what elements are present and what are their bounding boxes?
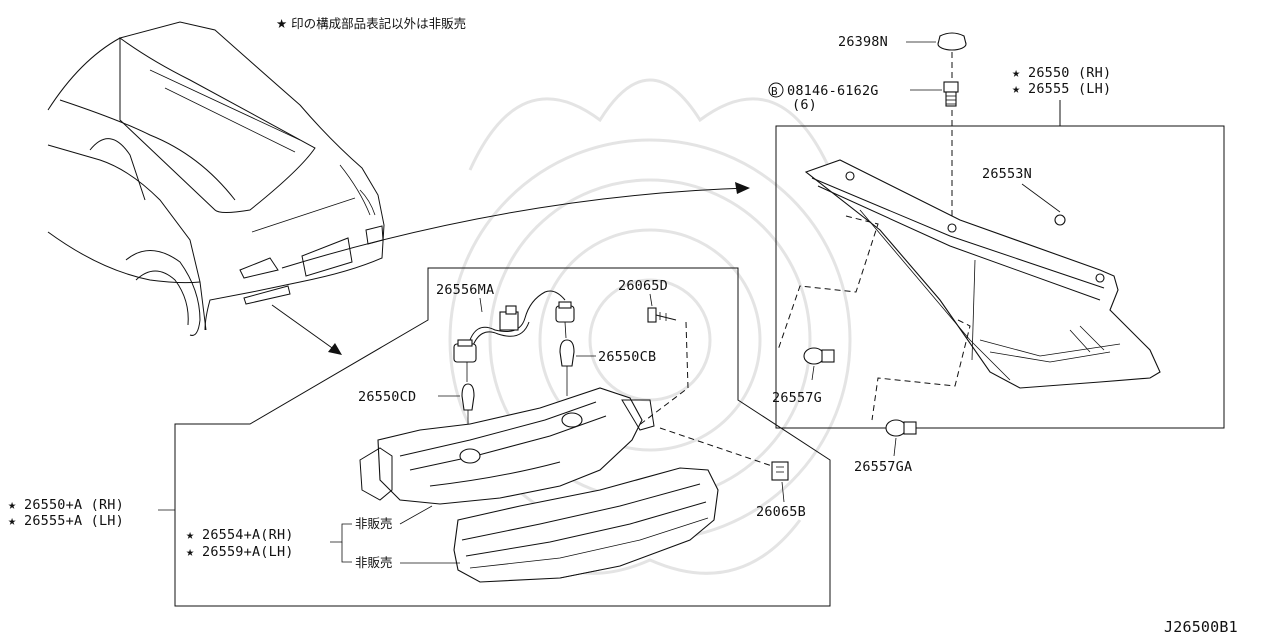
bolt-08146-6162G	[943, 81, 959, 107]
label-26555A-lh: 26555+A (LH)	[24, 513, 124, 529]
leader-line	[781, 481, 785, 503]
arrow-icon	[735, 182, 750, 194]
leader-line	[1021, 183, 1061, 213]
label-26550CD: 26550CD	[358, 389, 416, 405]
harness-26556MA	[453, 290, 575, 363]
label-26550-rh: 26550 (RH)	[1028, 65, 1111, 81]
label-bolt-qty: (6)	[792, 97, 817, 113]
bracket-line	[330, 523, 352, 543]
label-26559A-lh: 26559+A(LH)	[202, 544, 294, 560]
bulb-26550CB	[559, 339, 575, 396]
label-26555-lh: 26555 (LH)	[1028, 81, 1111, 97]
screw-26065D	[647, 307, 677, 323]
cap-26398N	[937, 32, 967, 51]
washer-26553N	[1054, 214, 1066, 226]
dashed-guide	[777, 215, 879, 351]
bulb-26550CD	[461, 383, 475, 434]
label-26553N: 26553N	[982, 166, 1032, 182]
pointer-arrows	[271, 182, 750, 355]
circled-b-icon	[768, 82, 784, 98]
diagram-code: J26500B1	[1164, 618, 1238, 636]
socket-26557G	[803, 347, 835, 381]
label-26554A-rh: 26554+A(RH)	[202, 527, 294, 543]
leader-line	[649, 293, 653, 307]
arrow-icon	[328, 343, 342, 355]
bracket-line	[341, 542, 352, 563]
lower-assembly-frame	[174, 267, 831, 607]
lamp-housing	[359, 387, 655, 505]
leader-line	[564, 321, 567, 339]
leader-line	[479, 297, 483, 313]
bolt-marker-letter: B	[771, 85, 778, 98]
star-icon: ★	[1012, 65, 1020, 81]
clip-26065B	[771, 461, 789, 481]
label-26557G: 26557G	[772, 390, 822, 406]
label-26557GA: 26557GA	[854, 459, 912, 475]
not-for-sale-lens: 非販売	[355, 555, 393, 570]
label-26550A-rh: 26550+A (RH)	[24, 497, 124, 513]
rear-combination-lamp	[804, 159, 1161, 389]
label-26065B: 26065B	[756, 504, 806, 520]
label-26065D: 26065D	[618, 278, 668, 294]
dashed-guide	[871, 319, 971, 421]
star-icon: ★	[186, 527, 194, 543]
header-note: ★ 印の構成部品表記以外は非販売	[276, 16, 466, 31]
leader-line	[399, 505, 433, 525]
star-icon: ★	[1012, 81, 1020, 97]
socket-26557GA	[885, 419, 917, 457]
label-26398N: 26398N	[838, 34, 888, 50]
label-26550CB: 26550CB	[598, 349, 656, 365]
star-icon: ★	[8, 497, 16, 513]
label-26556MA: 26556MA	[436, 282, 494, 298]
upper-assembly-frame	[775, 125, 1225, 429]
label-08146-6162G: 08146-6162G	[787, 83, 879, 99]
star-icon: ★	[186, 544, 194, 560]
lamp-lens	[453, 467, 719, 583]
dashed-guide	[629, 321, 689, 433]
star-icon: ★	[8, 513, 16, 529]
car-illustration	[47, 21, 385, 336]
not-for-sale-housing: 非販売	[355, 516, 393, 531]
